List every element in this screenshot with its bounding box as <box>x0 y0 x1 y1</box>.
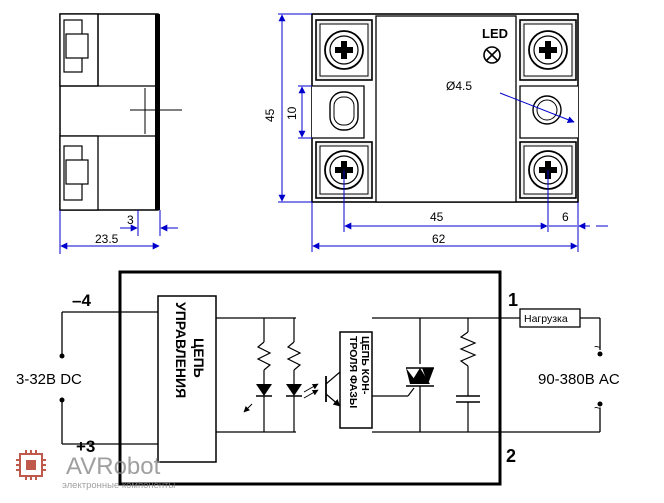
center-label-area <box>375 15 517 203</box>
terminal-bottom-right <box>519 141 577 199</box>
phase-block-line-1: ЦЕПЬ КОН- <box>359 336 371 395</box>
pin-2-label: 2 <box>506 446 516 466</box>
control-block-line-1: ЦЕПЬ <box>191 338 207 378</box>
pin-plus-label: +3 <box>76 437 95 456</box>
top-dim-edge-offset: 6 <box>562 210 569 224</box>
relay-outline <box>118 270 502 486</box>
top-view: LED Ø4.5 45 10 45 6 62 <box>263 13 608 252</box>
ac-symbol-top: ~ <box>594 340 601 354</box>
phase-control-block <box>339 331 373 429</box>
hole-diameter-label: Ø4.5 <box>446 79 472 93</box>
optocoupler-icon <box>325 371 341 407</box>
input-voltage-label: 3-32В DC <box>16 371 82 388</box>
terminal-top-right <box>519 19 577 81</box>
top-dim-hole-spacing: 45 <box>430 210 444 224</box>
control-block-line-2: УПРАВЛЕНИЯ <box>173 302 189 398</box>
led-indicator-icon <box>483 46 501 64</box>
side-view: 3 23.5 <box>59 13 182 254</box>
avrobot-logo: AVRobot электронные компоненты <box>16 450 176 491</box>
top-dim-height: 45 <box>263 108 277 122</box>
side-dim-width: 23.5 <box>95 232 119 246</box>
logo-tagline: электронные компоненты <box>62 480 176 491</box>
top-dim-total-width: 62 <box>432 232 446 246</box>
control-circuit-block <box>157 295 217 463</box>
schematic: ЦЕПЬ УПРАВЛЕНИЯ –4 +3 3-32В DC <box>16 270 620 486</box>
side-dim-offset: 3 <box>127 213 134 227</box>
triac-icon <box>406 318 434 432</box>
logo-name: AVRobot <box>66 453 161 480</box>
led-label: LED <box>482 26 508 41</box>
phase-block-line-2: ТРОЛЯ ФАЗЫ <box>347 336 359 408</box>
indicator-led-branch-2 <box>286 318 319 432</box>
side-back-plate <box>155 14 160 210</box>
pin-minus-label: –4 <box>72 291 91 310</box>
load-label: Нагрузка <box>524 313 568 325</box>
ac-symbol-bottom: ~ <box>594 401 601 415</box>
top-dim-hole-height: 10 <box>285 106 299 120</box>
terminal-top-left <box>315 19 373 81</box>
pin-1-label: 1 <box>508 290 518 310</box>
indicator-led-branch-1 <box>243 318 272 432</box>
output-voltage-label: 90-380В AC <box>538 371 620 388</box>
snubber-circuit <box>456 318 480 432</box>
chip-icon <box>16 450 46 480</box>
